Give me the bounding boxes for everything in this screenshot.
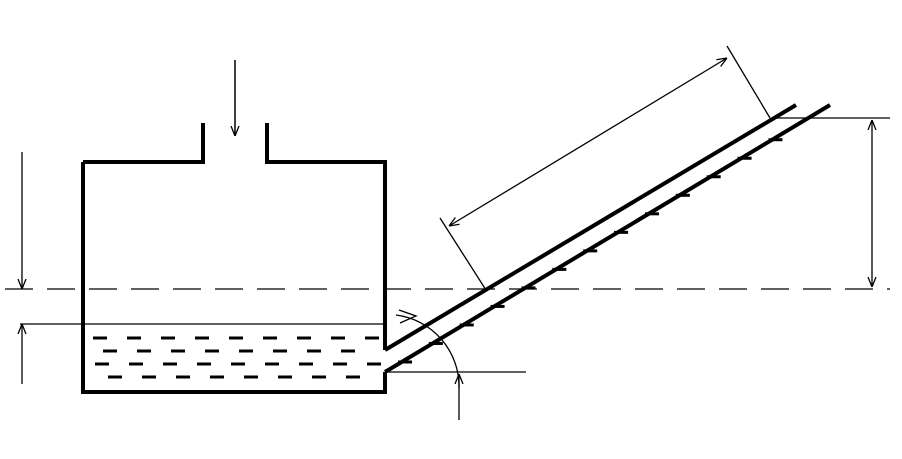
tube-length-extension-low: [439, 217, 487, 291]
tube-length-dimension-arrow: [449, 58, 727, 226]
vessel-outline: [81, 162, 387, 394]
vessel-wall-right: [265, 123, 387, 350]
vessel-liquid-dashes: [93, 336, 381, 379]
tube-wall-lower: [383, 103, 832, 374]
angle-arc-arrow: [398, 309, 418, 324]
angle-arc: [395, 314, 460, 389]
vessel-wall-left-top: [83, 123, 205, 164]
tube-length-extension-high: [726, 45, 771, 119]
